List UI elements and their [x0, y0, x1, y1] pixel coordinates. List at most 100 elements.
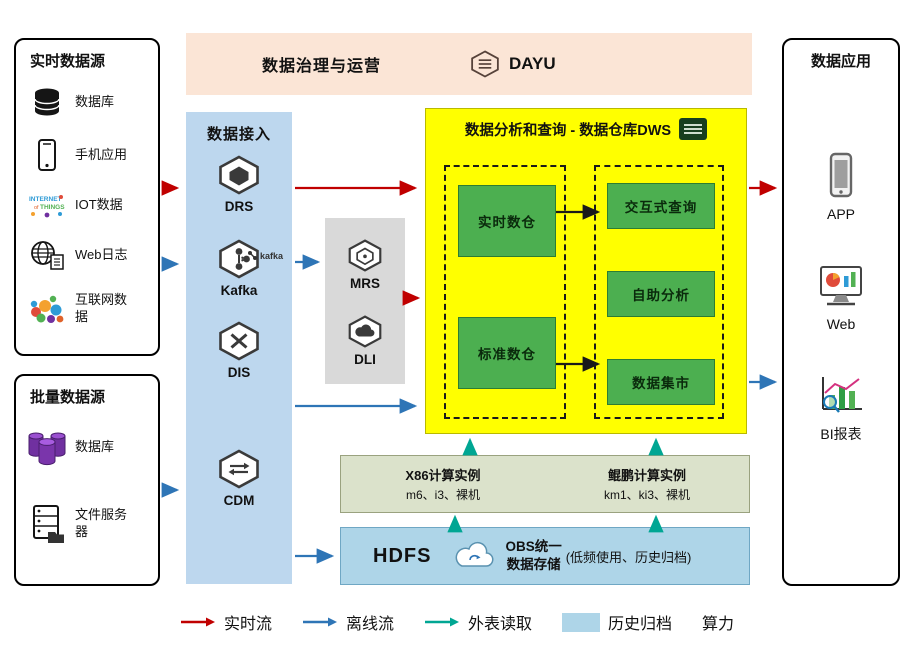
external-read-arrow-icon [424, 617, 459, 627]
governance-banner: 数据治理与运营 DAYU [186, 33, 752, 95]
batch-item-fileserver: 文件服务器 [26, 504, 156, 544]
source-item-label: 互联网数据 [75, 292, 128, 324]
dws-title: 数据分析和查询 - 数据仓库DWS [464, 122, 672, 139]
obs-cloud-icon [451, 541, 497, 571]
service-dis: DIS [186, 320, 292, 380]
dws-panel: 数据分析和查询 - 数据仓库DWS 实时数仓 标准数仓 交互式查询 自助分析 [425, 108, 747, 434]
compute-panel: X86计算实例 m6、i3、裸机 鲲鹏计算实例 km1、ki3、裸机 [340, 455, 750, 513]
dws-report-icon [679, 118, 708, 140]
applications-panel: 数据应用 APP Web [782, 38, 900, 586]
obs-line1: OBS统一 [505, 539, 562, 555]
batch-item-label: 数据库 [75, 438, 115, 454]
service-drs: DRS [186, 154, 292, 214]
source-item-internet: 互联网数据 [26, 292, 156, 326]
node-standard-warehouse: 标准数仓 [458, 317, 556, 389]
service-label: DRS [224, 199, 254, 214]
svg-text:THINGS: THINGS [40, 204, 65, 211]
batch-sources-panel: 批量数据源 数据库 [14, 374, 160, 586]
app-item-web: Web [784, 264, 898, 332]
node-interactive-query: 交互式查询 [607, 183, 715, 229]
dayu-icon [471, 50, 499, 78]
app-item-label: APP [826, 206, 855, 222]
mobile-icon [26, 138, 68, 172]
archive-swatch [562, 612, 600, 632]
node-label: 交互式查询 [624, 200, 698, 215]
node-label: 实时数仓 [478, 215, 536, 230]
app-item-bi: BI报表 [784, 372, 898, 444]
svg-text:INTERNET: INTERNET [29, 196, 62, 203]
batch-sources-title: 批量数据源 [30, 389, 106, 406]
node-label: 数据集市 [632, 376, 690, 391]
node-label: 自助分析 [632, 288, 690, 303]
x86-spec: m6、i3、裸机 [405, 488, 480, 502]
legend-external-read: 外表读取 [424, 610, 532, 634]
dws-query-group: 交互式查询 自助分析 数据集市 [594, 165, 724, 419]
hdfs-label: HDFS [373, 544, 432, 567]
source-item-database: 数据库 [26, 86, 156, 118]
obs-line2: 数据存储 [506, 557, 561, 572]
legend: 实时流 离线流 外表读取 历史归档 算力 [0, 610, 914, 634]
dis-icon [219, 321, 259, 361]
source-item-label: Web日志 [75, 247, 128, 263]
analytics-services-panel: MRS DLI [325, 218, 405, 384]
iot-icon: INTERNET of THINGS [26, 190, 68, 220]
batch-item-label: 文件服务器 [75, 507, 128, 539]
obs-note: (低频使用、历史归档) [565, 549, 692, 565]
batch-item-database: 数据库 [26, 428, 156, 466]
x86-compute: X86计算实例 m6、i3、裸机 [341, 456, 545, 512]
kafka-logo-text: kafka [260, 250, 284, 261]
service-dli: DLI [325, 314, 405, 367]
legend-external-label: 外表读取 [467, 616, 532, 633]
purple-database-icon [26, 428, 68, 466]
realtime-sources-panel: 实时数据源 数据库 手机应用 [14, 38, 160, 356]
legend-archive: 历史归档 [562, 610, 672, 634]
mrs-icon [348, 239, 382, 272]
data-ingest-title: 数据接入 [206, 126, 271, 143]
app-item-label: Web [826, 316, 856, 332]
x86-title: X86计算实例 [405, 468, 481, 483]
obs-label: OBS统一 数据存储 [505, 538, 561, 573]
dws-warehouse-group: 实时数仓 标准数仓 [444, 165, 566, 419]
dws-title-row: 数据分析和查询 - 数据仓库DWS [426, 109, 746, 140]
app-phone-icon [829, 152, 853, 198]
realtime-flow-arrow-icon [180, 617, 215, 627]
service-label: MRS [350, 276, 380, 291]
service-label: Kafka [220, 283, 258, 298]
kunpeng-compute: 鲲鹏计算实例 km1、ki3、裸机 [545, 456, 749, 512]
legend-compute-label: 算力 [702, 616, 735, 633]
bi-report-icon [822, 377, 862, 413]
web-log-icon [26, 240, 68, 271]
file-server-icon [26, 504, 68, 544]
dli-icon [348, 315, 382, 348]
service-kafka: Kafka [186, 238, 292, 298]
legend-archive-label: 历史归档 [608, 616, 673, 633]
storage-panel: HDFS OBS统一 数据存储 (低频使用、历史归档) [340, 527, 750, 585]
app-item-label: BI报表 [820, 426, 862, 442]
service-mrs: MRS [325, 238, 405, 291]
source-item-label: 手机应用 [75, 146, 128, 162]
source-item-mobile: 手机应用 [26, 138, 156, 172]
offline-flow-arrow-icon [302, 617, 337, 627]
kafka-icon [219, 239, 259, 279]
svg-text:of: of [34, 205, 39, 211]
source-item-label: 数据库 [75, 93, 115, 109]
applications-title: 数据应用 [810, 53, 871, 70]
source-item-label: IOT数据 [75, 196, 123, 212]
legend-realtime-label: 实时流 [223, 616, 272, 633]
service-label: DLI [354, 352, 376, 367]
drs-icon [219, 155, 259, 195]
cdm-icon [219, 449, 259, 489]
legend-compute: 算力 [702, 610, 734, 634]
dayu-label: DAYU [509, 54, 556, 73]
legend-offline: 离线流 [302, 610, 394, 634]
data-ingest-panel: 数据接入 DRS Kafka [186, 112, 292, 584]
kunpeng-title: 鲲鹏计算实例 [607, 468, 686, 483]
web-browser-icon [820, 266, 862, 306]
app-item-app: APP [784, 152, 898, 222]
kafka-logo-mark: kafka [247, 250, 283, 261]
service-cdm: CDM [186, 448, 292, 508]
legend-offline-label: 离线流 [345, 616, 394, 633]
legend-realtime: 实时流 [180, 610, 272, 634]
kafka-logo-icon [248, 251, 257, 260]
